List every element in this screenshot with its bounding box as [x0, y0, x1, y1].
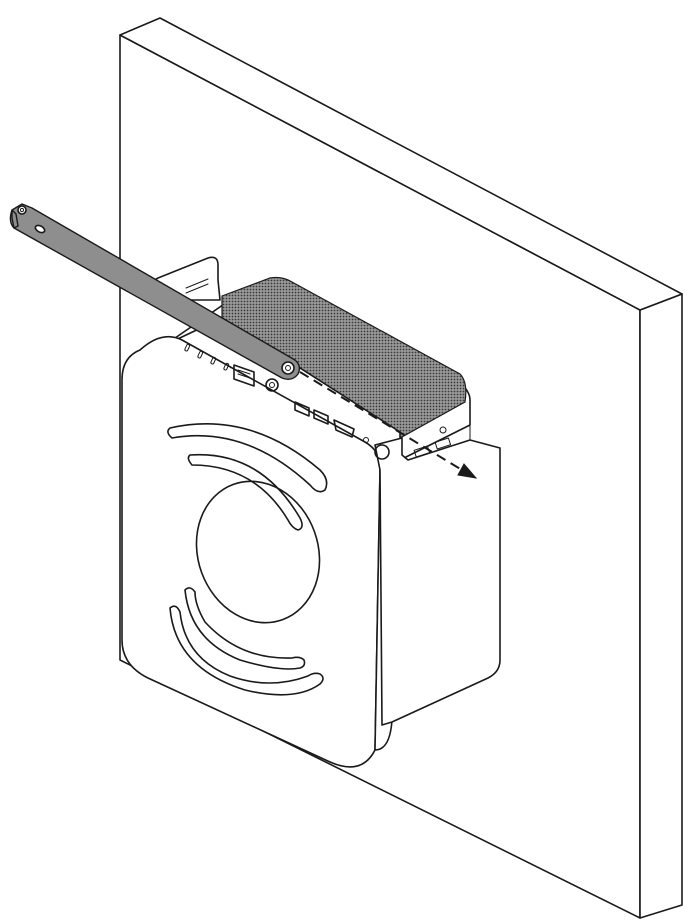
ethernet-port [233, 364, 255, 387]
hdmi-port [333, 419, 355, 438]
led-slots [184, 343, 230, 371]
rear-io-ports [184, 343, 390, 460]
release-tool [9, 203, 301, 381]
mounting-bracket-side [374, 424, 501, 726]
upper-arc-groove [167, 423, 328, 531]
vent-mesh [221, 276, 467, 439]
direction-arrow [299, 371, 478, 479]
lower-arc-groove [169, 587, 324, 696]
front-face-pattern [167, 423, 328, 696]
usb-ports [294, 401, 329, 425]
center-disc [195, 480, 321, 624]
power-button [363, 437, 390, 460]
device-top [164, 276, 471, 461]
